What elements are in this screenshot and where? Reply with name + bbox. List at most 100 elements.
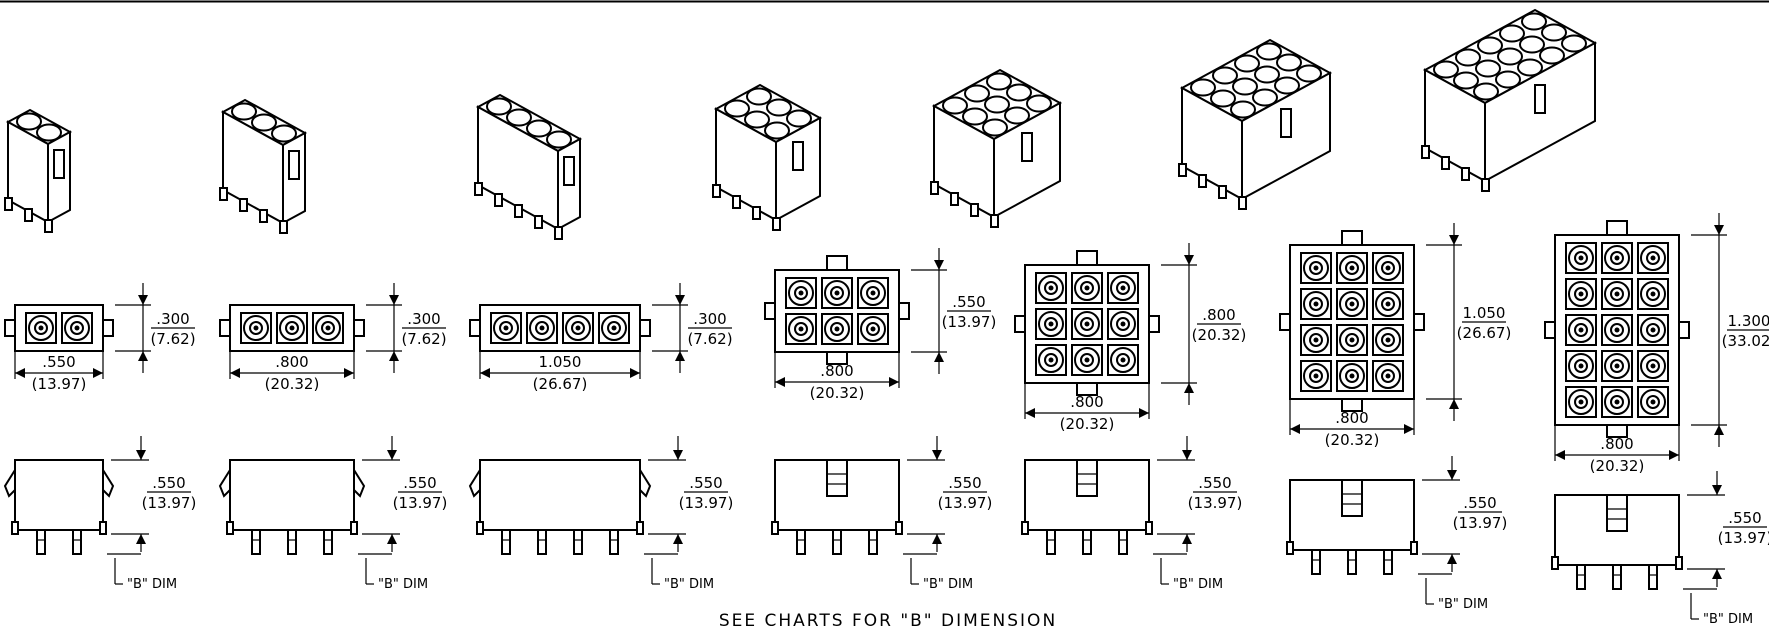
cavity-hole: [1252, 88, 1278, 107]
cavity-hole: [986, 72, 1012, 91]
cavity-frame: [598, 312, 630, 344]
terminal-pin: [1614, 255, 1620, 261]
cavity-circle: [1303, 255, 1329, 281]
terminal-pin: [1650, 327, 1656, 333]
dimension-arrowhead: [934, 260, 944, 270]
dimension-arrowhead: [344, 368, 354, 378]
terminal-ring: [1345, 369, 1359, 383]
width-dimension: .800: [1335, 409, 1368, 427]
ear: [469, 319, 481, 337]
cavity-circle: [28, 315, 54, 341]
mounting-peg: [990, 214, 999, 228]
cavity-circle: [824, 316, 850, 342]
cavity-hole: [1541, 23, 1567, 42]
cavity-frame: [821, 313, 853, 345]
side-dimension-mm: (13.97): [142, 494, 197, 512]
cavity-hole: [984, 95, 1010, 114]
standoff: [11, 521, 19, 535]
cavity-hole: [766, 98, 792, 117]
ear: [1148, 315, 1160, 333]
cavity-circle: [1110, 347, 1136, 373]
standoff: [1551, 556, 1559, 570]
cavity-hole: [36, 123, 62, 142]
terminal-ring: [1646, 323, 1660, 337]
b-dim-label: "B" DIM: [1438, 597, 1488, 612]
polarizing-key: [1341, 230, 1363, 246]
connector-9-circuit: .800(20.32).800(20.32).550(13.97)"B" DIM: [930, 68, 1246, 592]
dimension-arrowhead: [1139, 408, 1149, 418]
latch-right: [639, 469, 652, 498]
connector-12-circuit: 1.050(26.67).800(20.32).550(13.97)"B" DI…: [1178, 38, 1511, 612]
mounting-peg: [24, 208, 33, 222]
cavity-frame: [1300, 252, 1332, 284]
terminal-pin: [834, 326, 840, 332]
latch: [563, 156, 575, 186]
mounting-peg: [1198, 174, 1207, 188]
terminal-pin: [1614, 399, 1620, 405]
cavity-hole: [1190, 78, 1216, 97]
terminal-ring: [830, 286, 844, 300]
isometric-view: [474, 93, 583, 240]
isometric-view: [712, 83, 823, 231]
cavity-frame: [1336, 252, 1368, 284]
terminal-ring: [1574, 359, 1588, 373]
latch-left: [218, 469, 231, 498]
cavity-circle: [565, 315, 591, 341]
cavity-circle: [1568, 389, 1594, 415]
dimension-arrowhead: [1184, 383, 1194, 393]
cavity-hole: [1232, 77, 1258, 96]
terminal-tail: [832, 529, 842, 555]
cavity-hole: [1230, 100, 1256, 119]
cavity-hole: [271, 124, 297, 143]
isometric-view: [930, 68, 1063, 228]
front-view: 1.050(26.67).800(20.32): [1279, 223, 1511, 449]
side-dimension-mm: (13.97): [393, 494, 448, 512]
terminal-pin: [834, 290, 840, 296]
terminal-ring: [1080, 317, 1094, 331]
side-dimension: .550: [1198, 474, 1231, 492]
width-dimension: .800: [1600, 435, 1633, 453]
cavity-hole: [231, 102, 257, 121]
cavity-frame: [1637, 386, 1669, 418]
latch-right: [353, 469, 366, 498]
terminal-pin: [1084, 321, 1090, 327]
cavity-frame: [1601, 314, 1633, 346]
cavity-circle: [1640, 281, 1666, 307]
terminal-tail: [537, 529, 547, 555]
terminal-ring: [1381, 333, 1395, 347]
cavity-frame: [1071, 344, 1103, 376]
terminal-tail: [573, 529, 583, 555]
cavity-frame: [1637, 278, 1669, 310]
cavity-circle: [1038, 275, 1064, 301]
cavity-hole: [964, 84, 990, 103]
cavity-frame: [1565, 278, 1597, 310]
side-dimension-mm: (13.97): [1718, 529, 1769, 547]
dimension-arrowhead: [138, 295, 148, 305]
terminal-tail: [501, 529, 511, 555]
cavity-hole: [1499, 24, 1525, 43]
terminal-ring: [1345, 261, 1359, 275]
ear: [1014, 315, 1026, 333]
terminal-ring: [1646, 287, 1660, 301]
cavity-circle: [1339, 255, 1365, 281]
cavity-frame: [490, 312, 522, 344]
cavity-frame: [1107, 344, 1139, 376]
cavity-frame: [1601, 278, 1633, 310]
terminal-tail: [1347, 549, 1357, 575]
polarizing-key: [1606, 424, 1628, 438]
cavity-hole: [1296, 64, 1322, 83]
dimension-arrowhead: [1404, 424, 1414, 434]
polarizing-key: [1606, 220, 1628, 236]
dimension-arrowhead: [1669, 450, 1679, 460]
latch: [1280, 108, 1292, 138]
cavity-hole: [1276, 53, 1302, 72]
cavity-circle: [1640, 245, 1666, 271]
dimension-arrowhead: [1182, 534, 1192, 544]
standoff: [1410, 541, 1418, 555]
terminal-pin: [611, 325, 617, 331]
width-dimension-mm: (20.32): [810, 384, 865, 402]
terminal-tail: [36, 529, 46, 555]
terminal-pin: [1084, 285, 1090, 291]
dimension-arrowhead: [1184, 255, 1194, 265]
